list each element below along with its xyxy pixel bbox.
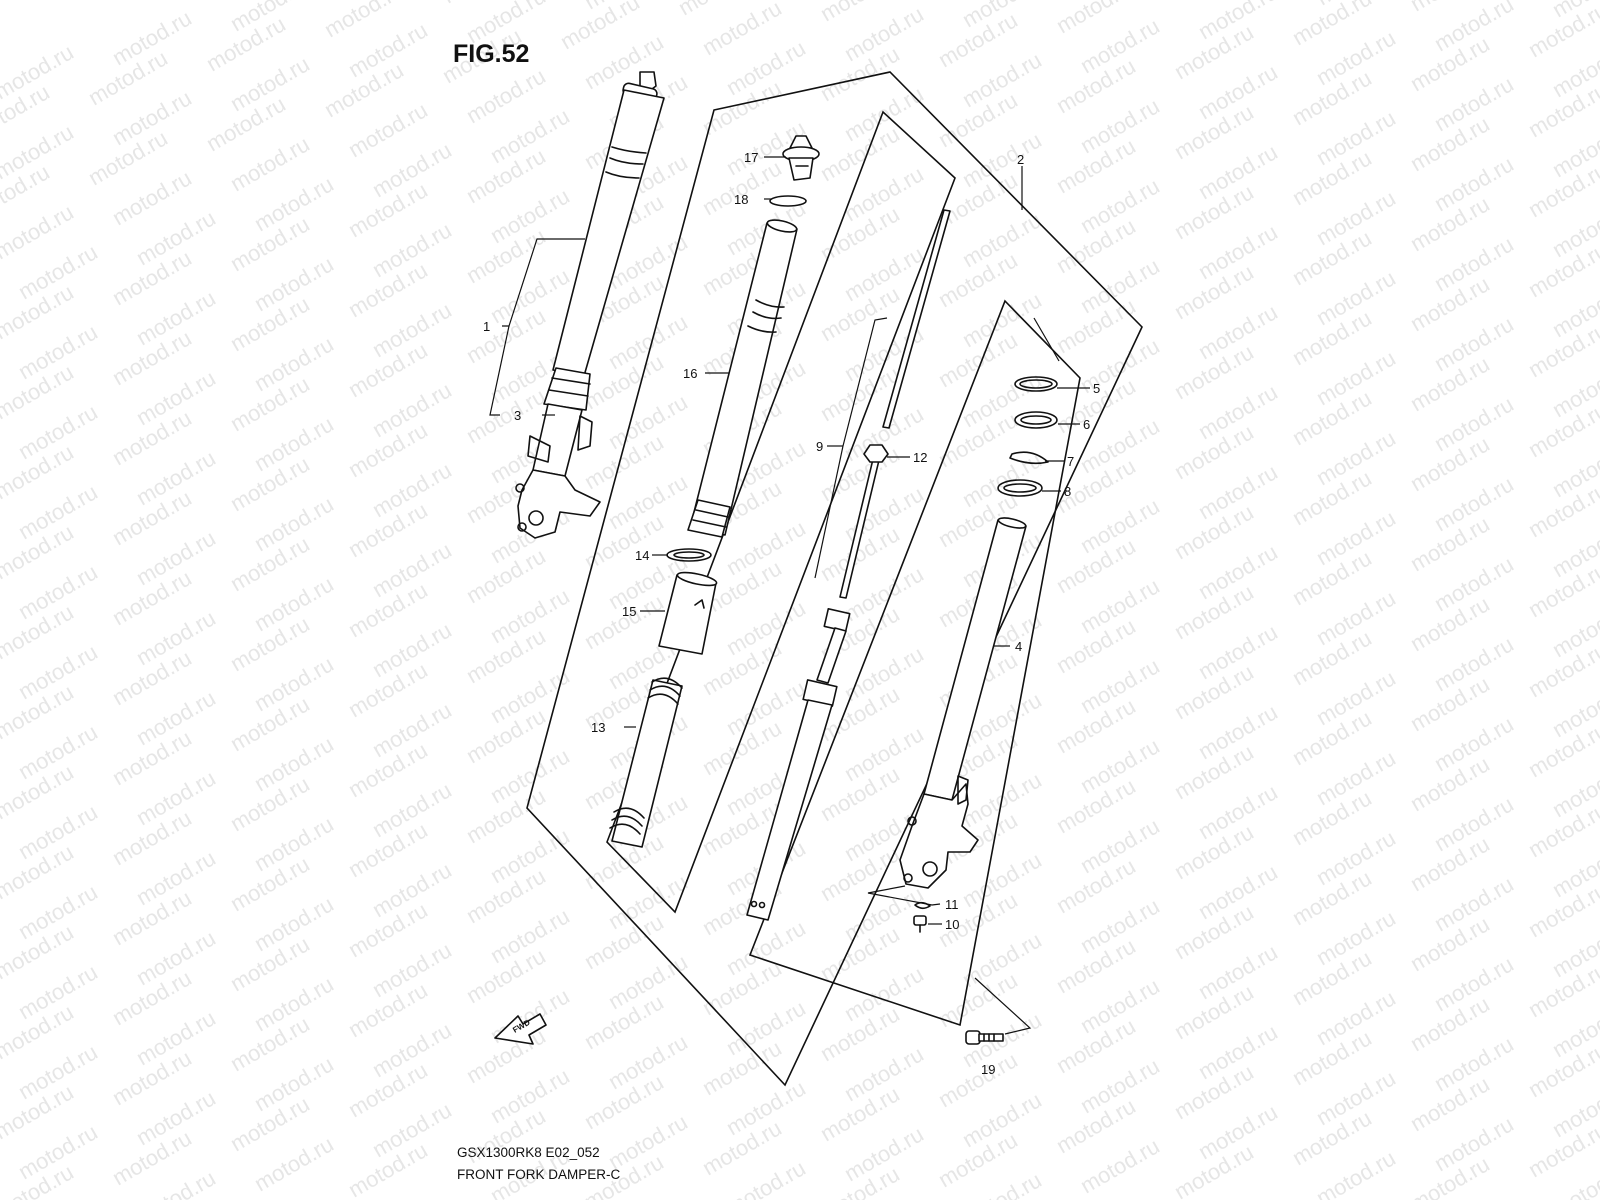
figure-title: FIG.52 [453,40,530,68]
retainer-ring-inner [1019,379,1053,389]
callout-4: 4 [1015,639,1022,654]
fork-assembly-complete [515,71,665,539]
callout-17: 17 [744,150,758,165]
callout-16: 16 [683,366,697,381]
callout-2: 2 [1017,152,1024,167]
callout-1: 1 [483,319,490,334]
callout-14: 14 [635,548,649,563]
callout-labels: 1 2 3 4 5 6 7 8 9 10 11 12 13 14 15 16 1… [483,150,1100,1077]
washer-inner [673,551,705,559]
dust-seal-inner [1003,483,1037,493]
damper-rod [746,209,951,921]
drain-bolt [913,915,927,933]
callout-11: 11 [945,897,959,912]
callout-15: 15 [622,604,636,619]
oil-seal-inner [1020,415,1052,425]
callout-19: 19 [981,1062,995,1077]
retainer-ring [1014,376,1058,392]
lock-nut [863,444,889,463]
o-ring-small [769,195,807,207]
assembly-frame-inner [748,299,1081,1027]
stopper-ring [1009,451,1049,465]
axle-pinch-bolt [965,1030,1004,1045]
cap-bolt [782,135,820,181]
callout-6: 6 [1083,417,1090,432]
outer-tube [899,517,1027,889]
diagram-reference-name: FRONT FORK DAMPER-C [457,1167,621,1182]
callout-18: 18 [734,192,748,207]
oil-seal [1014,411,1058,429]
callout-10: 10 [945,917,959,932]
callout-8: 8 [1064,484,1071,499]
inner-tube [687,219,798,538]
leader-lines [489,156,1090,1035]
spacer [658,571,718,655]
dust-seal [997,479,1043,497]
callout-3: 3 [514,408,521,423]
callout-9: 9 [816,439,823,454]
callout-13: 13 [591,720,605,735]
diagram-reference-code: GSX1300RK8 E02_052 [457,1145,600,1160]
callout-12: 12 [913,450,927,465]
forward-direction-arrow: FWD [494,1013,547,1045]
callout-5: 5 [1093,381,1100,396]
fork-spring [609,677,683,848]
callout-7: 7 [1067,454,1074,469]
